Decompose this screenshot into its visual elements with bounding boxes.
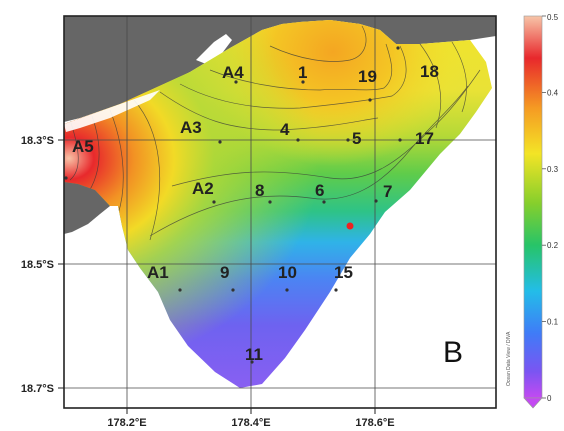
station-marker-a3	[218, 140, 222, 144]
station-label-a1: A1	[147, 263, 169, 282]
graticule	[64, 16, 496, 408]
station-marker-a5	[64, 176, 68, 180]
station-label-15: 15	[334, 263, 353, 282]
software-credit: Ocean Data View / DIVA	[506, 331, 512, 386]
lon-tick-178-6: 178.6°E	[355, 417, 394, 429]
station-label-9: 9	[220, 263, 229, 282]
station-label-10: 10	[278, 263, 297, 282]
station-label-6: 6	[315, 181, 324, 200]
colorbar-tick-label: 0	[547, 394, 552, 403]
station-label-a3: A3	[180, 118, 202, 137]
station-label-7: 7	[383, 182, 392, 201]
station-marker-15	[334, 288, 338, 292]
lon-tick-178-2: 178.2°E	[107, 417, 146, 429]
station-label-8: 8	[255, 181, 264, 200]
colorbar-tick-label: 0.2	[547, 241, 559, 250]
station-marker-a4	[234, 80, 238, 84]
station-label-17: 17	[415, 129, 434, 148]
station-marker-10	[285, 288, 289, 292]
station-label-a2: A2	[192, 179, 214, 198]
colorbar-tick-label: 0.5	[547, 13, 559, 22]
colorbar-tick-label: 0.4	[547, 88, 559, 97]
station-label-1: 1	[298, 63, 307, 82]
station-marker-a1	[178, 288, 182, 292]
station-marker-5	[346, 138, 350, 142]
station-label-a5: A5	[72, 137, 94, 156]
land-north	[64, 16, 496, 122]
station-marker-9	[231, 288, 235, 292]
station-marker-6	[322, 200, 326, 204]
station-label-4: 4	[280, 120, 290, 139]
station-label-11: 11	[245, 345, 263, 364]
station-marker-a2	[212, 200, 216, 204]
lat-tick-18-7: 18.7°S	[21, 383, 54, 395]
station-label-5: 5	[352, 129, 361, 148]
colorbar-tick-label: 0.1	[547, 318, 559, 327]
station-marker-1	[301, 80, 305, 84]
station-marker-17	[398, 138, 402, 142]
station-label-19: 19	[358, 67, 377, 86]
station-marker-8	[268, 200, 272, 204]
lat-tick-18-3: 18.3°S	[21, 135, 54, 147]
station-marker-7	[374, 199, 378, 203]
station-label-a4: A4	[222, 63, 244, 82]
station-marker-19	[368, 98, 372, 102]
panel-label: B	[443, 336, 463, 369]
colorbar-tick-label: 0.3	[547, 165, 559, 174]
station-marker-4	[296, 138, 300, 142]
map-frame	[63, 15, 497, 409]
colorbar: 0.5 0.4 0.3 0.2 0.1 0	[523, 13, 559, 409]
station-marker-11	[250, 360, 254, 364]
lon-tick-178-4: 178.4°E	[231, 417, 270, 429]
station-label-18: 18	[420, 62, 439, 81]
station-marker-18	[396, 46, 400, 50]
lat-tick-18-5: 18.5°S	[21, 259, 54, 271]
highlight-point	[346, 222, 354, 230]
